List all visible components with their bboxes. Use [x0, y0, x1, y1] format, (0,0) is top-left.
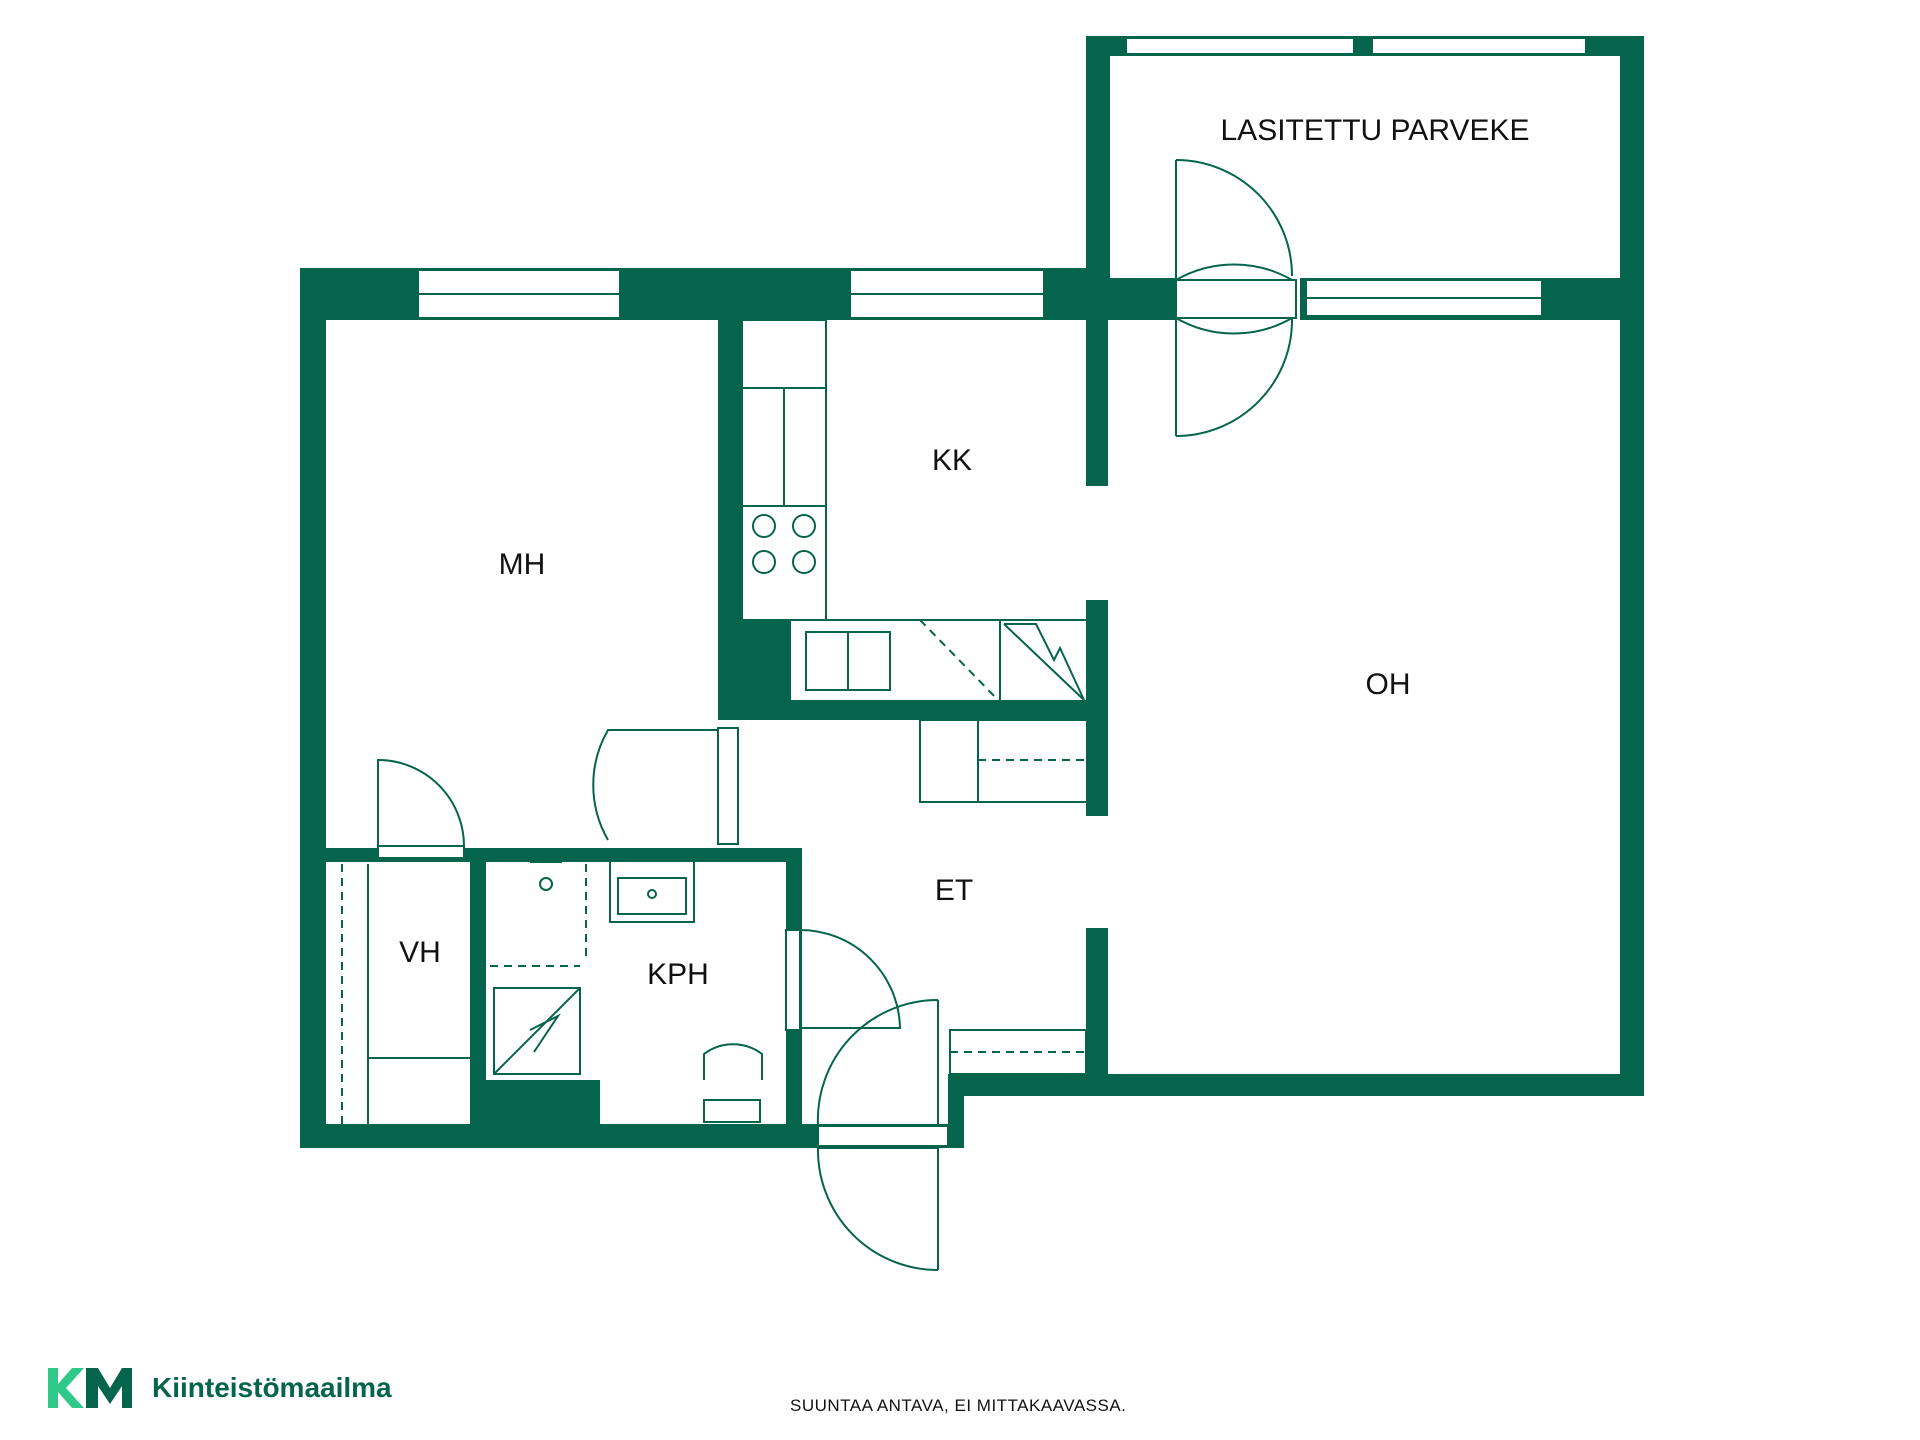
- doors: [377, 159, 1297, 1271]
- room-label-kitchen: KK: [932, 444, 972, 477]
- room-label-balcony: LASITETTU PARVEKE: [1221, 114, 1530, 147]
- room-labels: LASITETTU PARVEKE KK MH OH ET VH KPH: [399, 114, 1529, 991]
- fixtures: [341, 319, 1089, 1124]
- walls: [300, 36, 1644, 1148]
- room-label-hall: ET: [935, 874, 973, 907]
- room-label-living: OH: [1366, 668, 1411, 701]
- brand-name: Kiinteistömaailma: [152, 1372, 392, 1403]
- km-logo-icon: [48, 1368, 132, 1408]
- room-label-bedroom: MH: [499, 548, 546, 581]
- scale-disclaimer: SUUNTAA ANTAVA, EI MITTAKAAVASSA.: [790, 1396, 1127, 1415]
- room-label-closet: VH: [399, 936, 441, 969]
- windows: [417, 37, 1587, 319]
- room-label-bathroom: KPH: [647, 958, 709, 991]
- brand-logo: Kiinteistömaailma: [46, 1366, 392, 1410]
